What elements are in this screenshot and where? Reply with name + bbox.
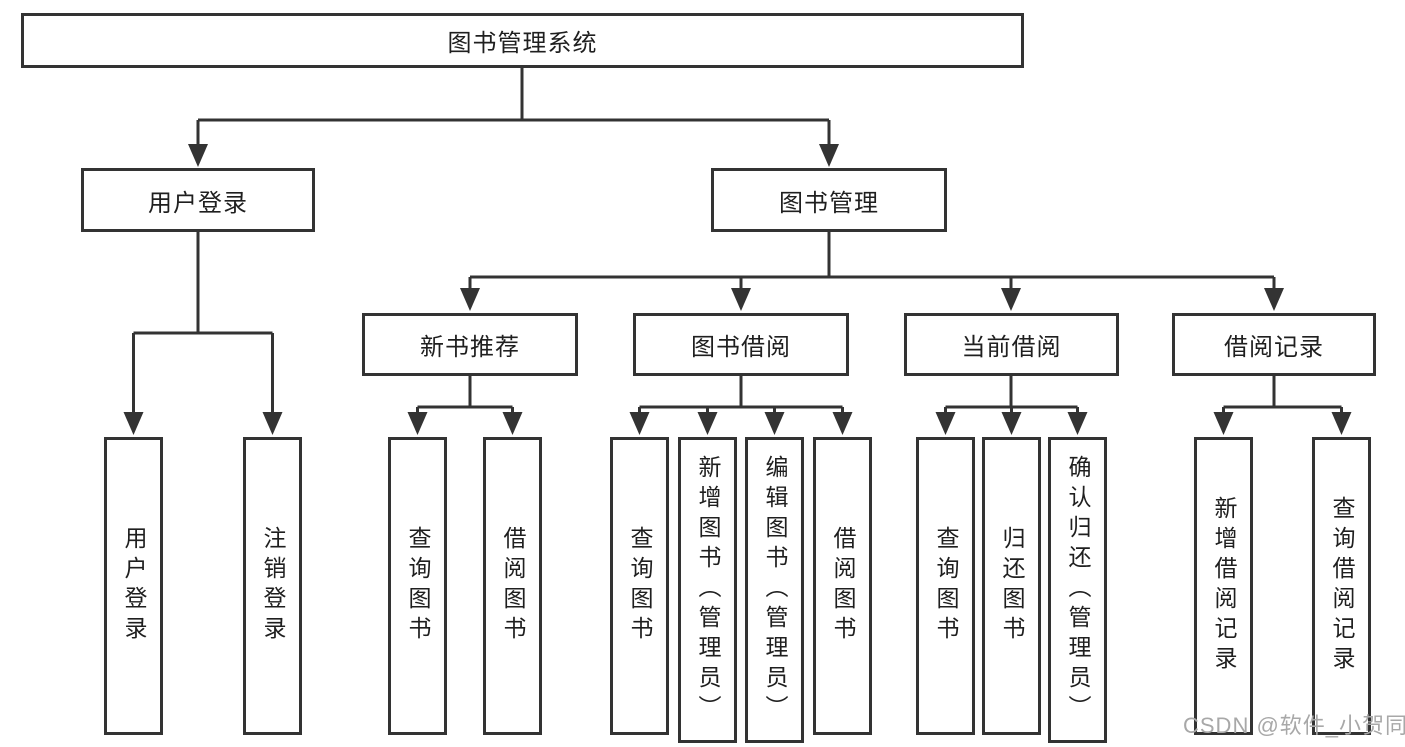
leaf-recommend-query-books-label: 查询图书 xyxy=(405,526,431,646)
arrow-down-icon xyxy=(1213,412,1234,435)
arrow-down-icon xyxy=(935,412,956,435)
arrow-down-icon xyxy=(832,412,853,435)
leaf-borrow-edit-books-admin-label: 编辑图书（管理员） xyxy=(762,455,788,725)
leaf-logout-label: 注销登录 xyxy=(260,526,286,646)
connector-borrow-to-leaves xyxy=(638,376,844,418)
arrow-down-icon xyxy=(1264,288,1284,311)
leaf-recommend-borrow-books-label: 借阅图书 xyxy=(500,526,526,646)
node-current-borrow-label: 当前借阅 xyxy=(961,334,1062,361)
arrow-down-icon xyxy=(1067,412,1088,435)
node-borrow-records-label: 借阅记录 xyxy=(1224,334,1324,361)
arrow-down-icon xyxy=(731,288,751,311)
leaf-recommend-query-books: 查询图书 xyxy=(388,437,447,735)
arrow-down-icon xyxy=(188,144,208,167)
node-new-book-recommend: 新书推荐 xyxy=(362,313,578,376)
leaf-borrow-edit-books-admin: 编辑图书（管理员） xyxy=(745,437,804,743)
leaf-current-confirm-return-admin-label: 确认归还（管理员） xyxy=(1065,455,1091,725)
connector-records-to-leaves xyxy=(1222,376,1343,418)
node-user-login: 用户登录 xyxy=(81,168,315,232)
leaf-borrow-query-books: 查询图书 xyxy=(610,437,669,735)
leaf-borrow-query-books-label: 查询图书 xyxy=(627,526,653,646)
node-book-management: 图书管理 xyxy=(711,168,947,232)
arrow-down-icon xyxy=(819,144,839,167)
node-root-label: 图书管理系统 xyxy=(447,30,598,57)
arrow-down-icon xyxy=(407,412,428,435)
arrow-down-icon xyxy=(1331,412,1352,435)
node-root: 图书管理系统 xyxy=(21,13,1024,68)
node-book-management-label: 图书管理 xyxy=(779,189,879,217)
leaf-borrow-borrow-books: 借阅图书 xyxy=(813,437,872,735)
leaf-recommend-borrow-books: 借阅图书 xyxy=(483,437,542,735)
arrow-down-icon xyxy=(764,412,785,435)
node-book-borrow-label: 图书借阅 xyxy=(691,334,791,361)
connector-root-to-level1 xyxy=(196,68,831,150)
leaf-logout: 注销登录 xyxy=(243,437,302,735)
leaf-records-query-record-label: 查询借阅记录 xyxy=(1329,496,1355,676)
arrow-down-icon xyxy=(460,288,480,311)
node-book-borrow: 图书借阅 xyxy=(633,313,849,376)
arrow-down-icon xyxy=(123,412,144,435)
leaf-current-query-books-label: 查询图书 xyxy=(933,526,959,646)
arrow-down-icon xyxy=(697,412,718,435)
node-current-borrow: 当前借阅 xyxy=(904,313,1119,376)
connector-current-to-leaves xyxy=(944,376,1079,418)
arrow-down-icon xyxy=(1001,412,1022,435)
csdn-watermark: CSDN @软件_小贺同学 xyxy=(1183,713,1405,738)
arrow-down-icon xyxy=(629,412,650,435)
arrow-down-icon xyxy=(1001,288,1021,311)
arrow-down-icon xyxy=(502,412,523,435)
connector-userlogin-to-leaves xyxy=(132,232,274,418)
connector-management-to-level2 xyxy=(468,232,1276,295)
leaf-user-login: 用户登录 xyxy=(104,437,163,735)
leaf-records-query-record: 查询借阅记录 xyxy=(1312,437,1371,735)
node-new-book-recommend-label: 新书推荐 xyxy=(420,334,520,361)
leaf-current-confirm-return-admin: 确认归还（管理员） xyxy=(1048,437,1107,743)
leaf-records-add-record: 新增借阅记录 xyxy=(1194,437,1253,735)
leaf-current-query-books: 查询图书 xyxy=(916,437,975,735)
leaf-current-return-books-label: 归还图书 xyxy=(999,526,1025,646)
leaf-borrow-add-books-admin-label: 新增图书（管理员） xyxy=(695,455,721,725)
node-user-login-label: 用户登录 xyxy=(148,189,248,217)
arrowhead-icons xyxy=(123,144,1352,435)
leaf-current-return-books: 归还图书 xyxy=(982,437,1041,735)
arrow-down-icon xyxy=(262,412,283,435)
leaf-borrow-add-books-admin: 新增图书（管理员） xyxy=(678,437,737,743)
node-borrow-records: 借阅记录 xyxy=(1172,313,1376,376)
leaf-records-add-record-label: 新增借阅记录 xyxy=(1211,496,1237,676)
leaf-user-login-label: 用户登录 xyxy=(121,526,147,646)
leaf-borrow-borrow-books-label: 借阅图书 xyxy=(830,526,856,646)
connector-recommend-to-leaves xyxy=(416,376,514,418)
